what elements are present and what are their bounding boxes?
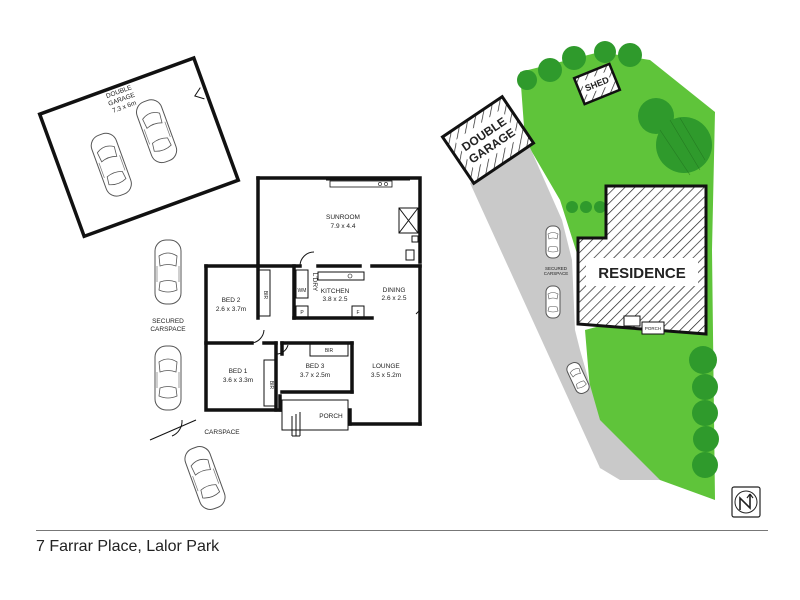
- site-plan: DOUBLE GARAGE SHED RESIDENCE PORCH SECUR…: [440, 41, 761, 518]
- residence-label: RESIDENCE: [598, 265, 686, 282]
- laundry-label: L'DRY: [311, 273, 318, 292]
- carspace-label: CARSPACE: [204, 429, 240, 436]
- site-secured-carspace-line2: CARSPACE: [544, 271, 568, 276]
- bed2-bir-label: BIR: [262, 291, 268, 300]
- site-car-2: [545, 285, 561, 319]
- porch-label: PORCH: [319, 413, 343, 420]
- secured-carspace-label-line1: SECURED: [152, 318, 184, 325]
- room-labels: SUNROOM 7.9 x 4.4 KITCHEN 3.8 x 2.5 DINI…: [216, 214, 407, 420]
- kitchen-size: 3.8 x 2.5: [323, 296, 348, 303]
- north-arrow-icon: [731, 486, 761, 518]
- washing-machine-label: WM: [298, 288, 307, 294]
- garage-car-left: [87, 129, 135, 200]
- dining-size: 2.6 x 2.5: [382, 295, 407, 302]
- bed3-size: 3.7 x 2.5m: [300, 372, 330, 379]
- secured-car-bottom: [154, 345, 182, 411]
- bed1-bir-label: BIR: [268, 381, 274, 390]
- house-walls: [204, 176, 422, 437]
- sunroom-label: SUNROOM: [326, 214, 360, 221]
- site-shed: SHED: [572, 62, 622, 106]
- site-cars: SECURED CARSPACE: [544, 225, 592, 396]
- lounge-size: 3.5 x 5.2m: [371, 372, 401, 379]
- driveway: [470, 143, 660, 480]
- carspace-car: [181, 442, 229, 514]
- secured-carspace-label-line2: CARSPACE: [150, 326, 186, 333]
- site-residence: RESIDENCE PORCH: [576, 184, 708, 336]
- site-porch-label: PORCH: [645, 326, 661, 331]
- bed1-size: 3.6 x 3.3m: [223, 377, 253, 384]
- floor-plan: DOUBLE GARAGE 7.3 x 6m: [37, 55, 422, 514]
- trees: [517, 41, 719, 478]
- site-garage: DOUBLE GARAGE: [440, 94, 536, 186]
- fridge-label: F: [356, 310, 359, 316]
- bed1-label: BED 1: [229, 368, 248, 375]
- site-car-1: [545, 225, 561, 259]
- dining-label: DINING: [383, 287, 406, 294]
- bed2-size: 2.6 x 3.7m: [216, 306, 246, 313]
- pantry-label: P: [300, 310, 304, 316]
- kitchen-label: KITCHEN: [321, 288, 350, 295]
- floorplan-garage: DOUBLE GARAGE 7.3 x 6m: [37, 55, 241, 239]
- garage-car-right: [132, 96, 181, 167]
- caption-rule: [36, 530, 768, 531]
- carspaces: SECURED CARSPACE CARSPACE: [149, 239, 240, 514]
- site-secured-carspace-line1: SECURED: [545, 266, 568, 271]
- bed3-bir-label: BIR: [325, 348, 334, 354]
- property-address: 7 Farrar Place, Lalor Park: [36, 538, 220, 555]
- bed2-label: BED 2: [222, 297, 241, 304]
- lounge-label: LOUNGE: [372, 363, 400, 370]
- sunroom-size: 7.9 x 4.4: [331, 223, 356, 230]
- bed3-label: BED 3: [306, 363, 325, 370]
- secured-car-top: [154, 239, 182, 305]
